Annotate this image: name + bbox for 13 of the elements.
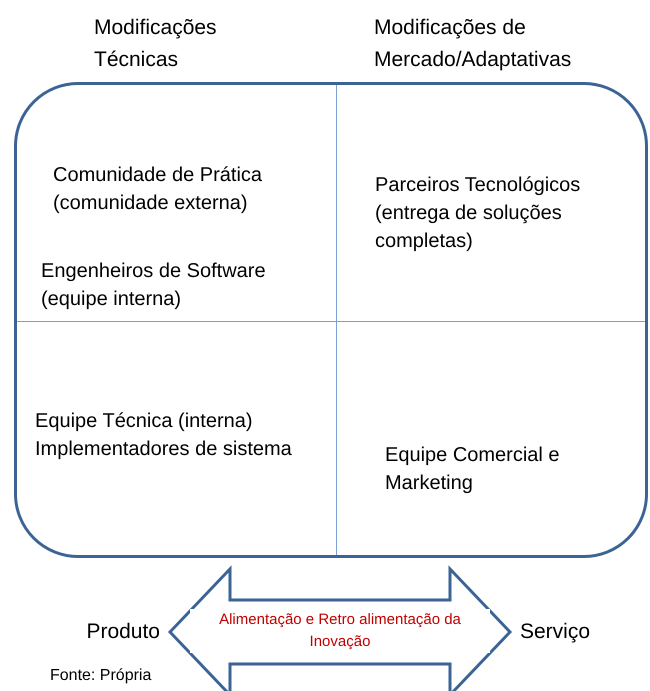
node-text: Produto <box>86 619 160 645</box>
quadrant-text: Equipe Comercial e Marketing <box>385 443 561 496</box>
edge-label: Alimentação e Retro alimentação da Inovação <box>190 609 490 653</box>
quadrant-text: Engenheiros de Software (equipe interna) <box>41 259 267 312</box>
quadrant-text: Equipe Técnica (interna) <box>35 409 254 434</box>
quadrant-text: Implementadores de sistema <box>35 437 293 462</box>
source-note: Fonte: Própria <box>50 666 152 686</box>
column-heading: Modificações de Mercado/Adaptativas <box>374 15 572 73</box>
rounded-frame <box>14 82 648 558</box>
quadrant-text: Comunidade de Prática (comunidade externa) <box>53 163 264 216</box>
quadrant-text: Parceiros Tecnológicos (entrega de soluções completas) <box>375 173 582 254</box>
node-text: Serviço <box>520 619 590 645</box>
column-heading: Modificações Técnicas <box>94 15 218 73</box>
